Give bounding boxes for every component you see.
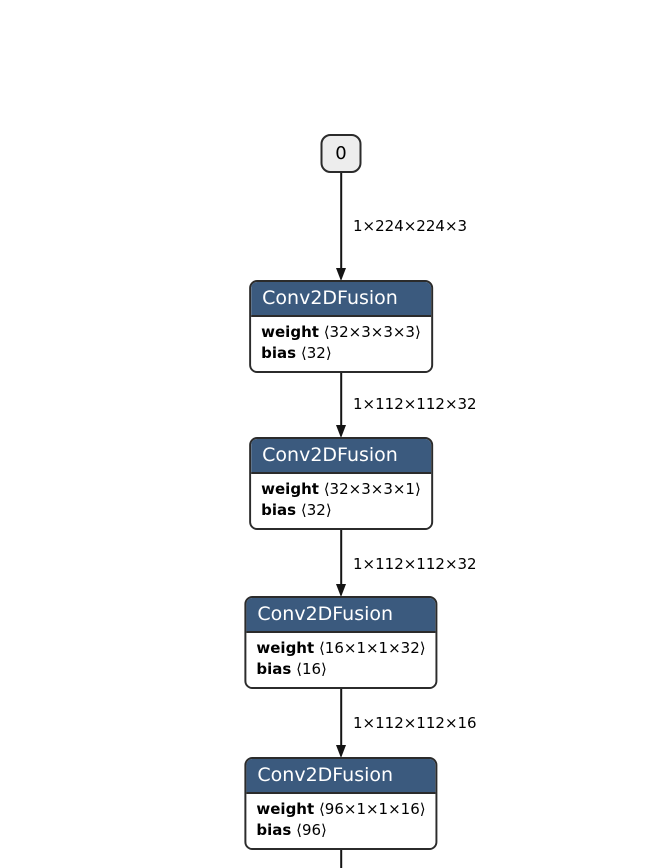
edge-line-4 xyxy=(340,678,342,746)
attr-value: ⟨32×3×3×3⟩ xyxy=(323,323,421,341)
arrowhead-icon xyxy=(336,425,346,438)
attr-value: ⟨16×1×1×32⟩ xyxy=(318,639,426,657)
attr-name: bias xyxy=(256,821,292,839)
attr-name: weight xyxy=(261,323,319,341)
attr-row-bias: bias ⟨16⟩ xyxy=(256,659,425,680)
input-node-label: 0 xyxy=(335,143,347,164)
node-title[interactable]: Conv2DFusion xyxy=(251,439,431,474)
attr-name: weight xyxy=(256,639,315,657)
attr-value: ⟨96⟩ xyxy=(296,821,327,839)
node-conv2dfusion-1[interactable]: Conv2DFusion weight ⟨32×3×3×3⟩ bias ⟨32⟩ xyxy=(249,280,433,373)
attr-row-bias: bias ⟨32⟩ xyxy=(261,343,421,364)
node-attributes: weight ⟨96×1×1×16⟩ bias ⟨96⟩ xyxy=(246,794,436,848)
node-title[interactable]: Conv2DFusion xyxy=(251,282,431,317)
edge-line-5 xyxy=(340,838,342,868)
edge-shape-label-4: 1×112×112×16 xyxy=(353,714,477,732)
node-conv2dfusion-2[interactable]: Conv2DFusion weight ⟨32×3×3×1⟩ bias ⟨32⟩ xyxy=(249,437,433,530)
attr-row-weight: weight ⟨32×3×3×1⟩ xyxy=(261,479,421,500)
attr-value: ⟨16⟩ xyxy=(296,660,327,678)
arrowhead-icon xyxy=(336,268,346,281)
attr-name: bias xyxy=(261,344,297,362)
attr-name: weight xyxy=(256,800,315,818)
node-title[interactable]: Conv2DFusion xyxy=(246,759,436,794)
attr-row-bias: bias ⟨96⟩ xyxy=(256,820,425,841)
node-title[interactable]: Conv2DFusion xyxy=(246,598,436,633)
edge-shape-label-3: 1×112×112×32 xyxy=(353,555,477,573)
attr-value: ⟨32×3×3×1⟩ xyxy=(323,480,421,498)
edge-line-3 xyxy=(340,517,342,585)
attr-row-weight: weight ⟨16×1×1×32⟩ xyxy=(256,638,425,659)
node-attributes: weight ⟨16×1×1×32⟩ bias ⟨16⟩ xyxy=(246,633,436,687)
node-conv2dfusion-3[interactable]: Conv2DFusion weight ⟨16×1×1×32⟩ bias ⟨16… xyxy=(244,596,438,689)
node-attributes: weight ⟨32×3×3×3⟩ bias ⟨32⟩ xyxy=(251,317,431,371)
arrowhead-icon xyxy=(336,745,346,758)
attr-row-weight: weight ⟨32×3×3×3⟩ xyxy=(261,322,421,343)
edge-line-2 xyxy=(340,360,342,426)
attr-value: ⟨96×1×1×16⟩ xyxy=(318,800,426,818)
graph-input-node[interactable]: 0 xyxy=(320,134,362,173)
edge-line-1 xyxy=(340,172,342,270)
attr-row-bias: bias ⟨32⟩ xyxy=(261,500,421,521)
attr-name: weight xyxy=(261,480,319,498)
attr-name: bias xyxy=(256,660,292,678)
attr-value: ⟨32⟩ xyxy=(300,501,332,519)
attr-row-weight: weight ⟨96×1×1×16⟩ xyxy=(256,799,425,820)
node-conv2dfusion-4[interactable]: Conv2DFusion weight ⟨96×1×1×16⟩ bias ⟨96… xyxy=(244,757,438,850)
edge-shape-label-1: 1×224×224×3 xyxy=(353,217,468,235)
node-attributes: weight ⟨32×3×3×1⟩ bias ⟨32⟩ xyxy=(251,474,431,528)
attr-value: ⟨32⟩ xyxy=(300,344,332,362)
edge-shape-label-2: 1×112×112×32 xyxy=(353,395,477,413)
attr-name: bias xyxy=(261,501,297,519)
arrowhead-icon xyxy=(336,584,346,597)
